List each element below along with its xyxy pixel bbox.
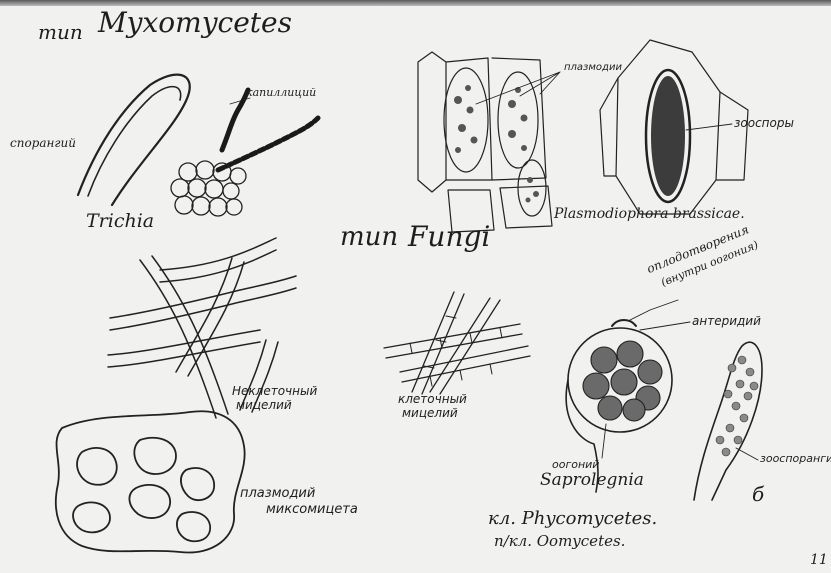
label-capillitium: капиллиций: [246, 86, 316, 99]
label-cellular-mycelium-line2: мицелий: [402, 406, 458, 420]
label-saprolegnia: Saprolegnia: [540, 470, 644, 490]
label-plasmodia: плазмодии: [564, 62, 622, 73]
page-number: 11: [810, 552, 828, 568]
label-antheridium: антеридий: [692, 314, 761, 328]
label-noncellular-mycelium-line1: Неклеточный: [232, 384, 317, 398]
label-zoospores: зооспоры: [734, 116, 794, 130]
label-subclass-oomycetes: п/кл. Oomycetes.: [494, 532, 625, 550]
label-class-phycomycetes: кл. Phycomycetes.: [488, 508, 657, 529]
title-myxomycetes: Myxomycetes: [98, 6, 292, 39]
title-myxomycetes-prefix: тип: [38, 20, 83, 44]
cellular-mycelium-drawing: [384, 292, 530, 394]
label-noncellular-mycelium-line2: мицелий: [236, 398, 292, 412]
plasmodium-drawing: [56, 411, 245, 552]
label-trichia: Trichia: [86, 210, 154, 232]
label-plasmodium-line2: миксомицета: [266, 502, 358, 517]
label-sporangium: спорангий: [10, 136, 76, 150]
zoosporangium-drawing: [694, 342, 762, 500]
title-fungi: Fungi: [408, 220, 490, 253]
title-fungi-prefix: тип: [340, 222, 398, 252]
label-plasmodium-line1: плазмодий: [240, 486, 315, 501]
label-plasmodiophora: Plasmodiophora brassicae.: [554, 206, 745, 222]
label-zoosporangium: зооспорангий: [760, 452, 831, 465]
label-cellular-mycelium-line1: клеточный: [398, 392, 467, 406]
label-letter-b: б: [752, 482, 764, 506]
